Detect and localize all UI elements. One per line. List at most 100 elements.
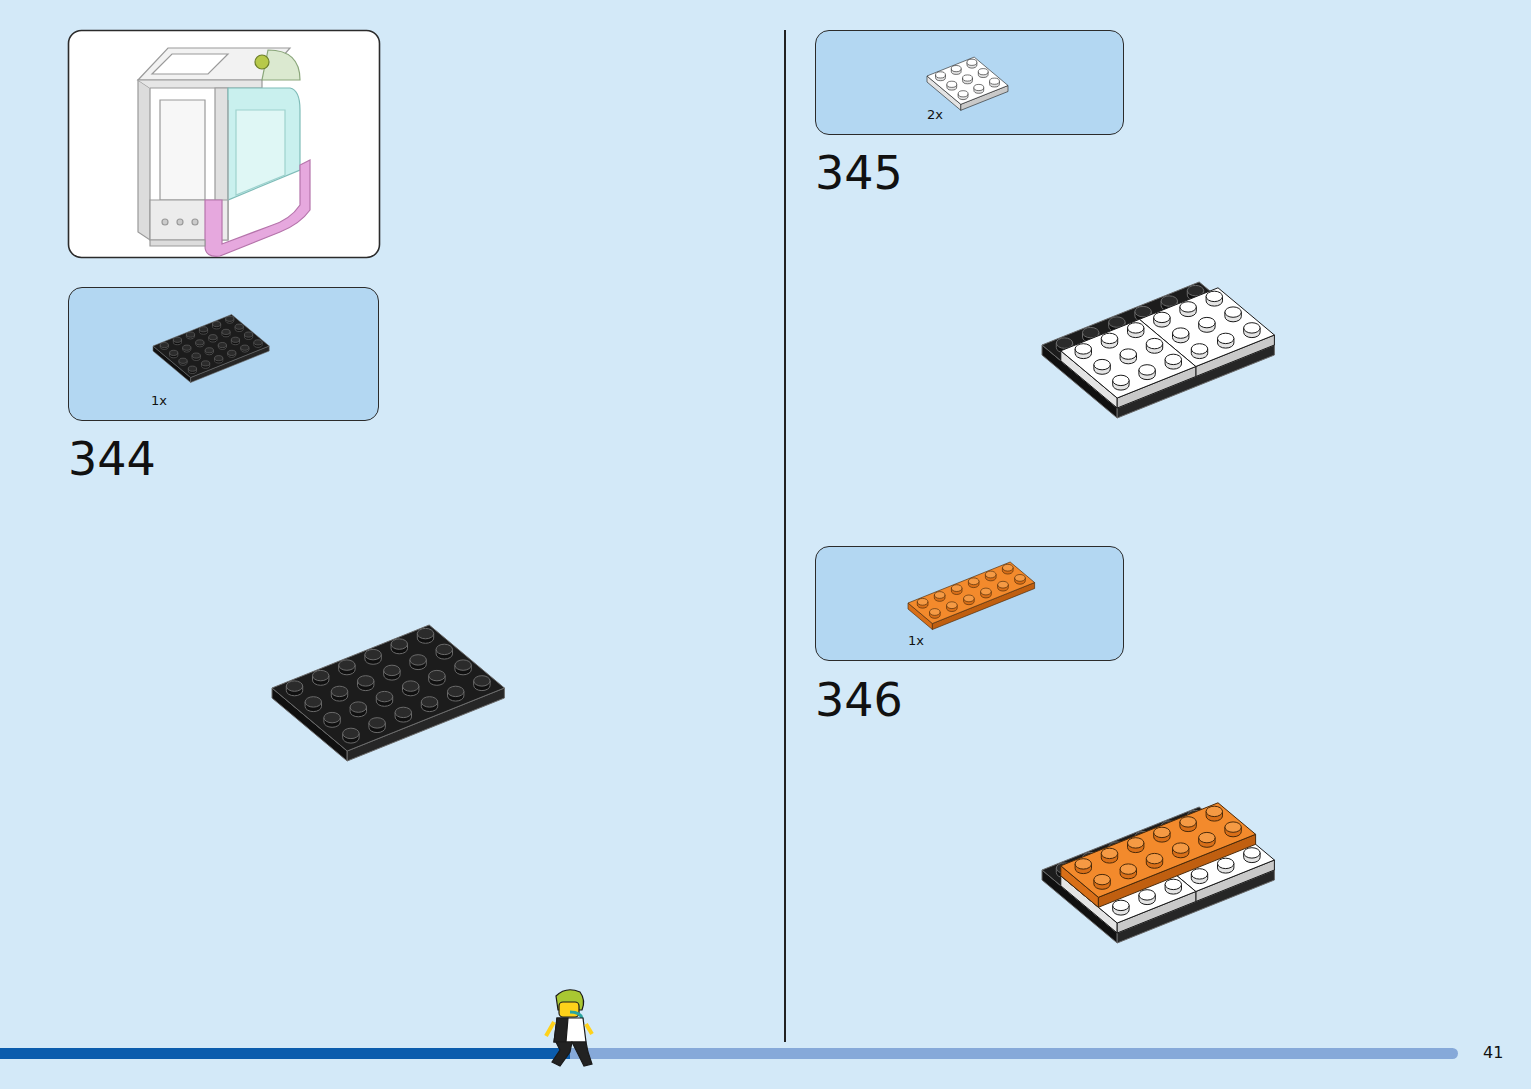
subassembly-box xyxy=(69,31,380,258)
stud xyxy=(1015,575,1026,582)
parts-callout-box: 1x xyxy=(68,287,379,421)
stud xyxy=(391,639,407,649)
stud xyxy=(313,670,329,680)
stud xyxy=(947,81,957,87)
part-illustration xyxy=(69,288,380,422)
plate-face xyxy=(1061,803,1256,898)
plate-face xyxy=(1042,282,1274,408)
stud xyxy=(990,78,1000,84)
stud xyxy=(1094,874,1110,884)
stud xyxy=(245,332,253,337)
stud xyxy=(196,340,204,345)
stud xyxy=(331,686,347,696)
progress-fill xyxy=(0,1048,570,1059)
stud xyxy=(964,595,975,602)
part-illustration xyxy=(816,31,1125,136)
stud xyxy=(930,609,941,616)
stud xyxy=(228,350,236,355)
stud xyxy=(1101,848,1117,858)
stud xyxy=(209,335,217,340)
stud xyxy=(417,628,433,638)
stud xyxy=(183,345,191,350)
stud xyxy=(436,644,452,654)
stud xyxy=(286,681,302,691)
stud xyxy=(968,578,979,585)
stud xyxy=(1120,349,1136,359)
stud xyxy=(1075,344,1091,354)
stud xyxy=(1154,312,1170,322)
stud xyxy=(951,585,962,592)
stud xyxy=(170,350,178,355)
stud xyxy=(1206,291,1222,301)
stud xyxy=(339,660,355,670)
stud xyxy=(1101,333,1117,343)
stud xyxy=(213,322,221,327)
stud xyxy=(410,655,426,665)
stud xyxy=(324,712,340,722)
parts-callout-box: 1x xyxy=(815,546,1124,661)
stud xyxy=(1094,359,1110,369)
stud xyxy=(241,345,249,350)
page-number: 41 xyxy=(1483,1045,1503,1061)
stud xyxy=(985,571,996,578)
stud xyxy=(186,332,194,337)
stud xyxy=(448,686,464,696)
stud xyxy=(173,337,181,342)
stud xyxy=(1225,822,1241,832)
stud xyxy=(1146,338,1162,348)
page-divider xyxy=(784,30,786,1042)
stud xyxy=(376,691,392,701)
stud xyxy=(936,72,946,78)
stud xyxy=(231,337,239,342)
stud xyxy=(365,649,381,659)
stud xyxy=(1146,853,1162,863)
stud xyxy=(403,681,419,691)
stud xyxy=(192,353,200,358)
part-illustration xyxy=(816,547,1125,662)
stud xyxy=(1218,858,1234,868)
progress-track xyxy=(560,1048,1458,1059)
part-quantity: 1x xyxy=(151,394,167,407)
stud xyxy=(1218,333,1234,343)
stud xyxy=(455,660,471,670)
stud xyxy=(384,665,400,675)
stud xyxy=(1225,307,1241,317)
stud xyxy=(350,702,366,712)
stud xyxy=(179,358,187,363)
stud xyxy=(1165,879,1181,889)
stud xyxy=(358,676,374,686)
plate-face xyxy=(153,346,191,383)
stud xyxy=(1244,323,1260,333)
stud xyxy=(369,718,385,728)
stud xyxy=(967,59,977,65)
stud xyxy=(1180,817,1196,827)
plate-face xyxy=(927,57,1008,104)
stud xyxy=(395,707,411,717)
part-quantity: 1x xyxy=(908,634,924,647)
step-number: 344 xyxy=(68,436,156,482)
stud xyxy=(421,697,437,707)
stud xyxy=(199,327,207,332)
stud xyxy=(1154,827,1170,837)
stud xyxy=(917,598,928,605)
subassembly-model xyxy=(138,48,310,256)
stud xyxy=(343,728,359,738)
step-number: 346 xyxy=(815,677,903,723)
stud xyxy=(974,84,984,90)
stud xyxy=(981,588,992,595)
stud xyxy=(1199,317,1215,327)
stud xyxy=(951,66,961,72)
stud xyxy=(305,697,321,707)
stud xyxy=(934,592,945,599)
stud xyxy=(222,329,230,334)
stud xyxy=(978,69,988,75)
stud xyxy=(235,324,243,329)
stud xyxy=(1180,302,1196,312)
stud xyxy=(1120,864,1136,874)
minifigure xyxy=(546,990,592,1066)
plate-face xyxy=(272,625,504,751)
plate-face xyxy=(153,315,269,378)
stud xyxy=(1199,832,1215,842)
